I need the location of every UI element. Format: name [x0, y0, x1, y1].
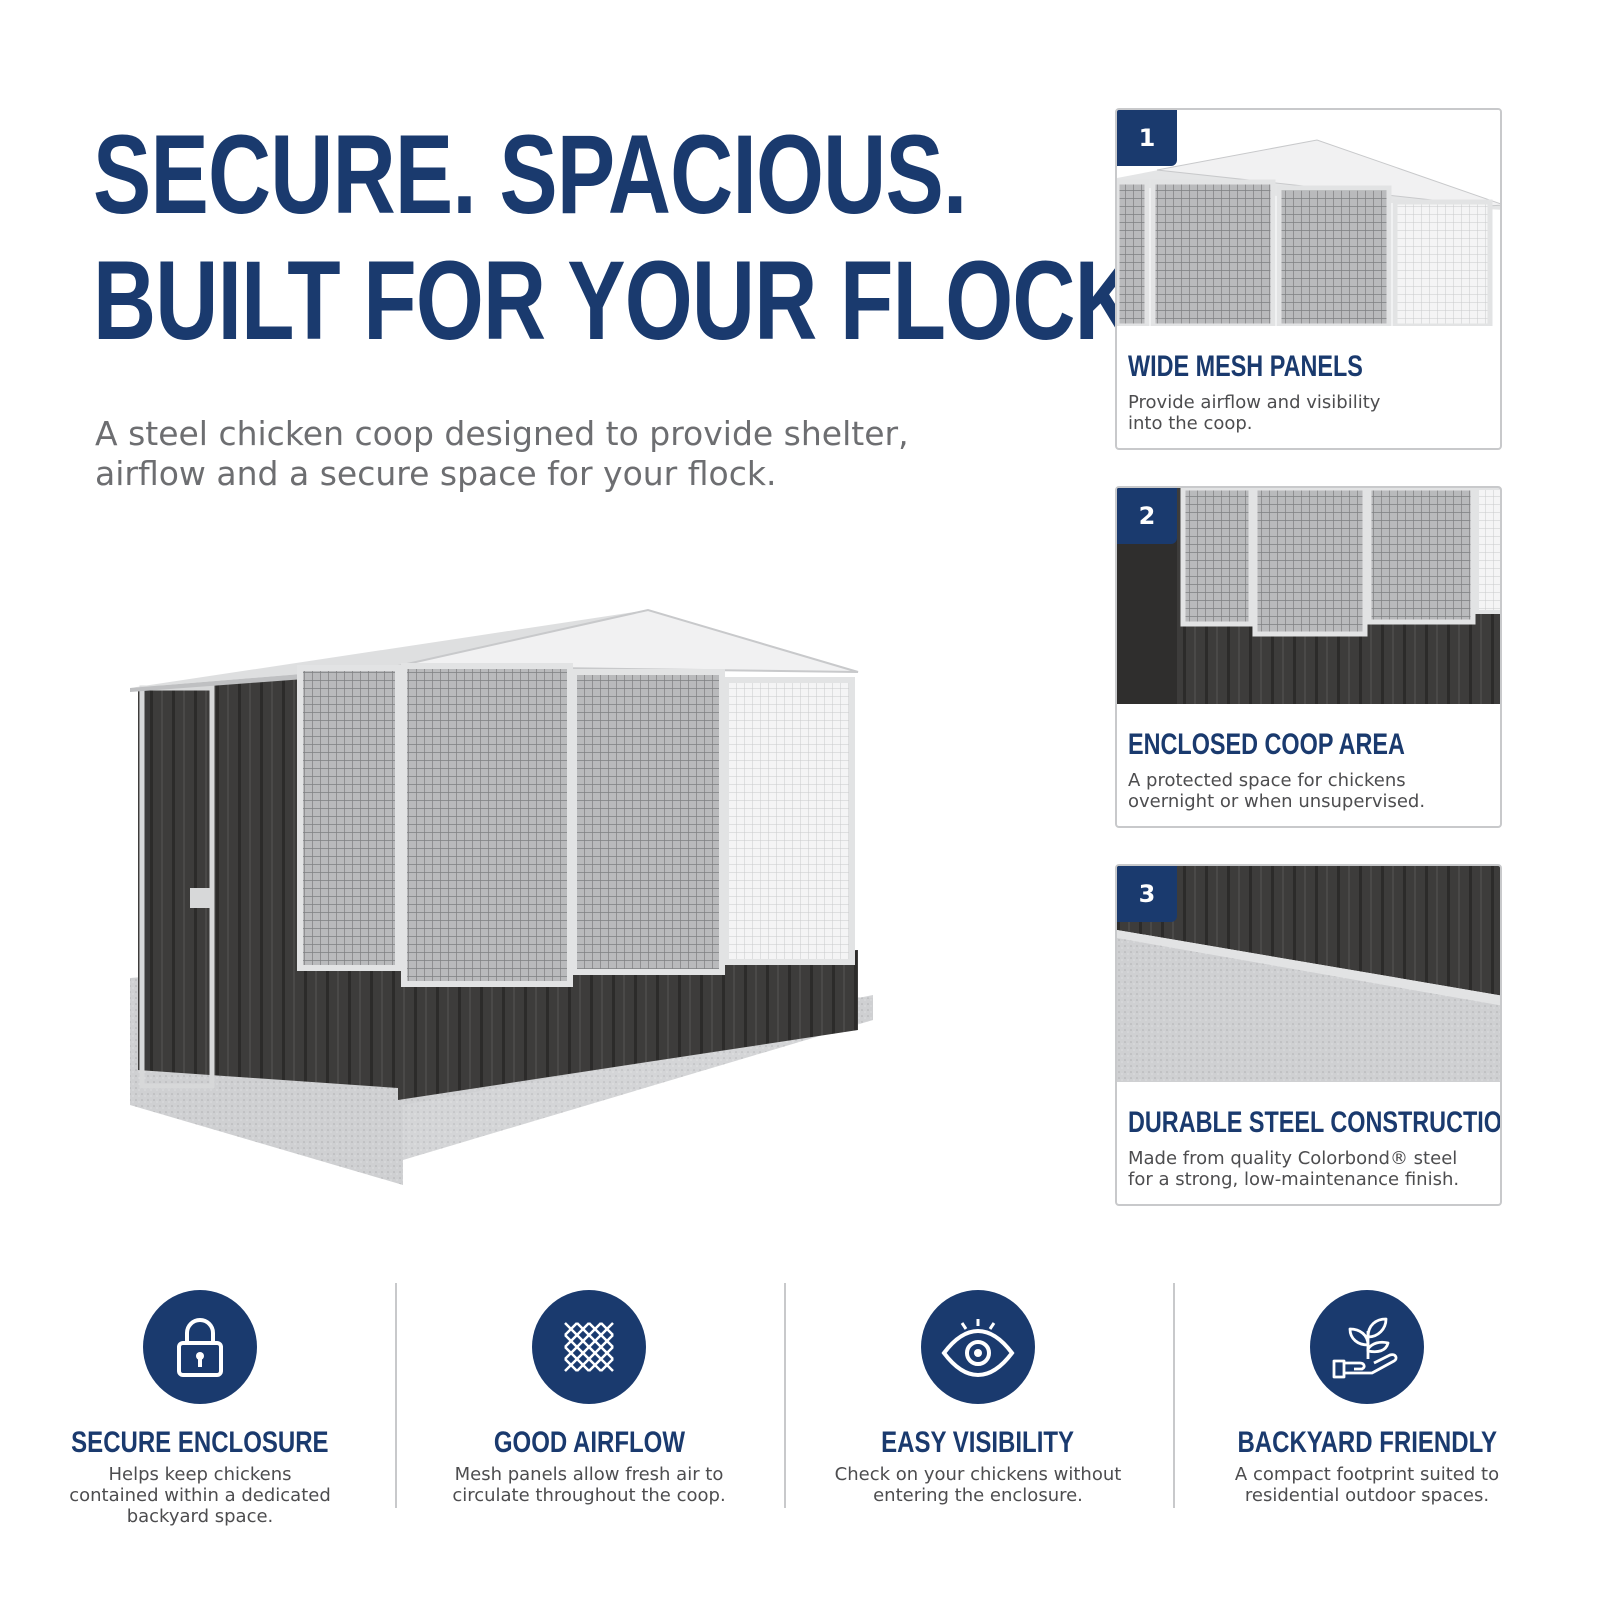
feature-card-3: 3 DURABLE STEEL CONSTRUCTION Made from q… — [1115, 864, 1502, 1206]
feature-backyard-friendly: BACKYARD FRIENDLY A compact footprint su… — [1187, 1290, 1547, 1506]
feature-easy-visibility: EASY VISIBILITY Check on your chickens w… — [798, 1290, 1158, 1506]
mesh-icon — [532, 1290, 646, 1404]
feature-1-title: SECURE ENCLOSURE — [71, 1426, 329, 1459]
card-1-photo: 1 — [1117, 110, 1500, 326]
divider — [784, 1283, 786, 1508]
card-3-photo: 3 — [1117, 866, 1500, 1082]
card-1-number: 1 — [1117, 110, 1177, 166]
feature-1-desc-line: backyard space. — [126, 1506, 274, 1527]
feature-card-2: 2 ENCLOSED COOP AREA A protected space f… — [1115, 486, 1502, 828]
feature-4-desc-line: residential outdoor spaces. — [1244, 1485, 1490, 1506]
feature-3-title: EASY VISIBILITY — [881, 1426, 1075, 1459]
card-1-title: WIDE MESH PANELS — [1128, 350, 1363, 383]
feature-secure-enclosure: SECURE ENCLOSURE Helps keep chickens con… — [20, 1290, 380, 1527]
headline-line-1: SECURE. SPACIOUS. — [93, 112, 967, 237]
card-2-photo: 2 — [1117, 488, 1500, 704]
feature-3-desc-line: Check on your chickens without — [834, 1464, 1122, 1485]
divider — [1173, 1283, 1175, 1508]
card-3-number: 3 — [1117, 866, 1177, 922]
padlock-icon — [143, 1290, 257, 1404]
hero-coop-image — [128, 600, 888, 1200]
card-3-title: DURABLE STEEL CONSTRUCTION — [1128, 1106, 1502, 1139]
card-1-desc-line-1: Provide airflow and visibility — [1128, 392, 1381, 413]
card-2-number: 2 — [1117, 488, 1177, 544]
headline-line-2: BUILT FOR YOUR FLOCK. — [93, 238, 1161, 363]
mesh-panels-image — [1117, 110, 1500, 326]
card-2-desc-line-1: A protected space for chickens — [1128, 770, 1406, 791]
divider — [395, 1283, 397, 1508]
card-2-description: A protected space for chickens overnight… — [1128, 770, 1498, 812]
feature-4-title: BACKYARD FRIENDLY — [1237, 1426, 1497, 1459]
feature-1-description: Helps keep chickens contained within a d… — [20, 1464, 380, 1527]
card-2-desc-line-2: overnight or when unsupervised. — [1128, 791, 1426, 812]
feature-2-desc-line: Mesh panels allow fresh air to — [454, 1464, 724, 1485]
feature-2-description: Mesh panels allow fresh air to circulate… — [409, 1464, 769, 1506]
card-3-desc-line-1: Made from quality Colorbond® steel — [1128, 1148, 1458, 1169]
feature-good-airflow: GOOD AIRFLOW Mesh panels allow fresh air… — [409, 1290, 769, 1506]
feature-2-title: GOOD AIRFLOW — [493, 1426, 685, 1459]
feature-1-desc-line: Helps keep chickens — [108, 1464, 292, 1485]
subtitle-line-1: A steel chicken coop designed to provide… — [95, 414, 909, 453]
card-2-title: ENCLOSED COOP AREA — [1128, 728, 1405, 761]
subtitle: A steel chicken coop designed to provide… — [95, 414, 1015, 494]
feature-1-desc-line: contained within a dedicated — [69, 1485, 331, 1506]
card-3-desc-line-2: for a strong, low-maintenance finish. — [1128, 1169, 1460, 1190]
eye-icon — [921, 1290, 1035, 1404]
feature-4-desc-line: A compact footprint suited to — [1234, 1464, 1500, 1485]
feature-3-description: Check on your chickens without entering … — [798, 1464, 1158, 1506]
coop-area-image — [1117, 488, 1500, 704]
card-3-description: Made from quality Colorbond® steel for a… — [1128, 1148, 1498, 1190]
subtitle-line-2: airflow and a secure space for your floc… — [95, 454, 777, 493]
coop-illustration — [130, 608, 873, 1185]
card-1-desc-line-2: into the coop. — [1128, 413, 1253, 434]
card-1-description: Provide airflow and visibility into the … — [1128, 392, 1498, 434]
feature-3-desc-line: entering the enclosure. — [873, 1485, 1083, 1506]
headline: SECURE. SPACIOUS. BUILT FOR YOUR FLOCK. — [93, 112, 1161, 364]
plant-in-hand-icon — [1310, 1290, 1424, 1404]
feature-card-1: 1 WIDE MESH PANELS Provide airflow and v… — [1115, 108, 1502, 450]
feature-4-description: A compact footprint suited to residentia… — [1187, 1464, 1547, 1506]
steel-wall-image — [1117, 866, 1500, 1082]
feature-2-desc-line: circulate throughout the coop. — [452, 1485, 726, 1506]
